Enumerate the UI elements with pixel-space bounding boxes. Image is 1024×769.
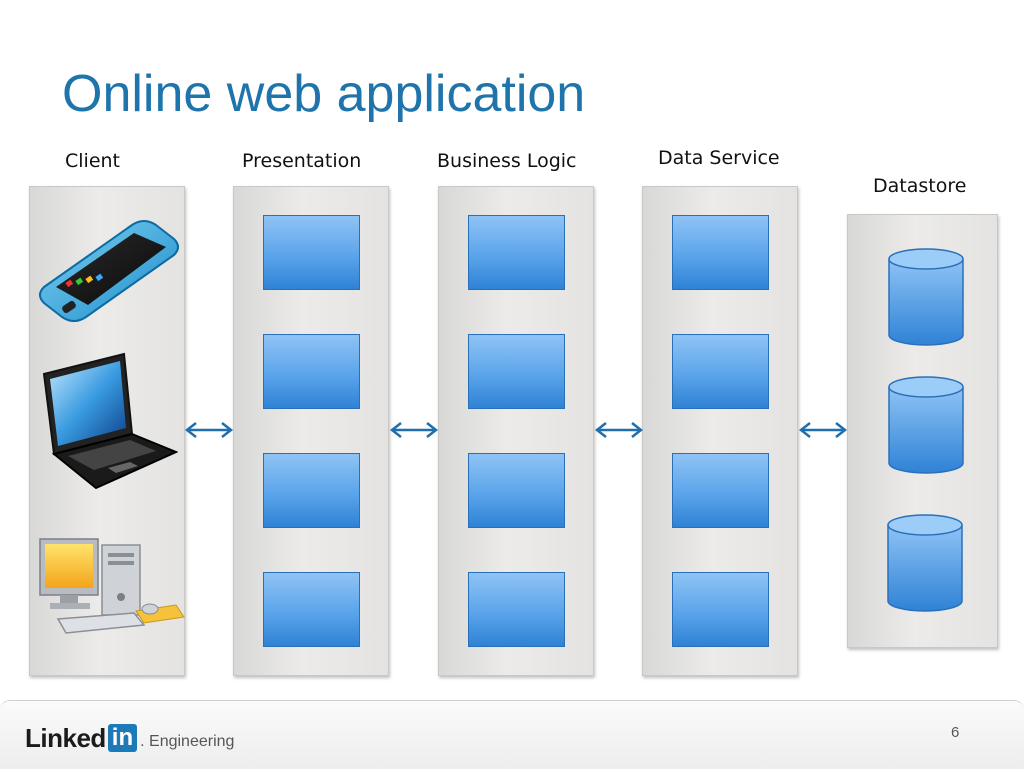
bidirectional-arrow-presentation-business: [389, 422, 439, 438]
linkedin-engineering-logo: Linked in . Engineering: [25, 720, 234, 752]
bidirectional-arrow-business-dataservice: [594, 422, 644, 438]
presentation-component: [263, 453, 360, 528]
data-service-component: [672, 453, 769, 528]
presentation-column: [233, 186, 389, 676]
laptop-icon: [42, 352, 178, 490]
data-service-column: [642, 186, 798, 676]
database-icon: [887, 514, 963, 612]
database-icon: [888, 376, 964, 474]
data-service-component: [672, 215, 769, 290]
business-logic-component: [468, 334, 565, 409]
business-logic-component: [468, 453, 565, 528]
database-icon: [888, 248, 964, 346]
presentation-component: [263, 334, 360, 409]
column-label-datastore: Datastore: [873, 175, 967, 197]
smartphone-icon: [39, 220, 179, 322]
presentation-component: [263, 215, 360, 290]
column-label-business-logic: Business Logic: [437, 150, 577, 172]
client-column: [29, 186, 185, 676]
logo-in-box: in: [107, 724, 138, 752]
slide-footer: [0, 700, 1024, 769]
column-label-data-service: Data Service: [658, 147, 780, 169]
desktop-computer-icon: [39, 538, 185, 634]
column-label-presentation: Presentation: [242, 150, 362, 172]
data-service-component: [672, 334, 769, 409]
data-service-component: [672, 572, 769, 647]
business-logic-component: [468, 215, 565, 290]
presentation-component: [263, 572, 360, 647]
datastore-column: [847, 214, 998, 648]
logo-wordmark: Linked: [25, 723, 106, 753]
business-logic-column: [438, 186, 594, 676]
logo-engineering-text: . Engineering: [140, 733, 235, 750]
business-logic-component: [468, 572, 565, 647]
slide-title: Online web application: [62, 65, 586, 123]
bidirectional-arrow-client-presentation: [184, 422, 234, 438]
page-number: 6: [951, 724, 960, 741]
column-label-client: Client: [65, 150, 121, 172]
bidirectional-arrow-dataservice-datastore: [798, 422, 848, 438]
